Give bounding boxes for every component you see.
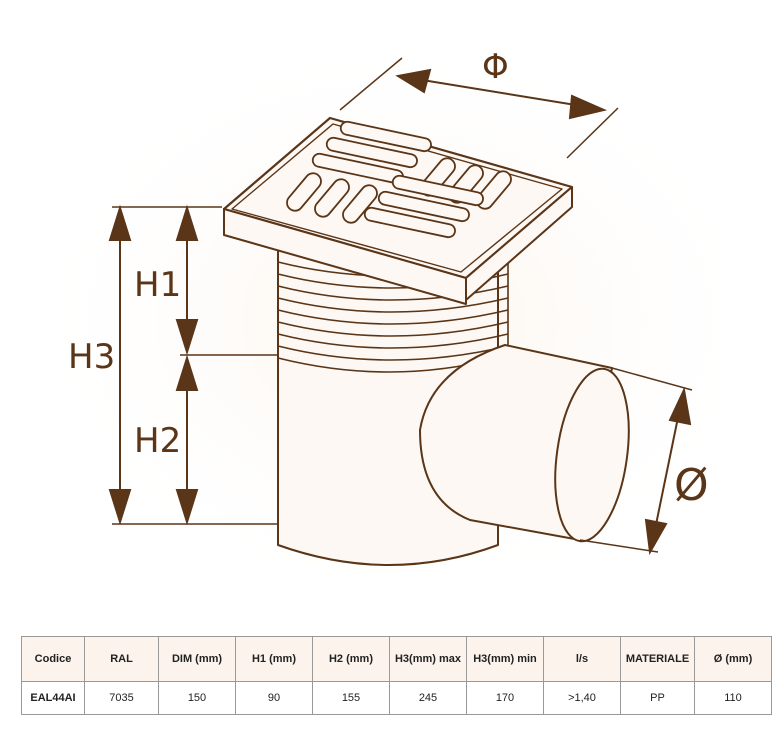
header-h2: H2 (mm): [312, 636, 390, 682]
h3-label: H3: [68, 337, 115, 377]
header-materiale: MATERIALE: [620, 636, 695, 682]
cell-h2: 155: [312, 681, 390, 715]
cell-dim: 150: [158, 681, 236, 715]
h2-label: H2: [134, 421, 181, 461]
header-h3-min: H3(mm) min: [466, 636, 544, 682]
header-ral: RAL: [84, 636, 159, 682]
table-row: EAL44AI 7035 150 90 155 245 170 >1,40 PP…: [21, 681, 772, 715]
spec-table: Codice RAL DIM (mm) H1 (mm) H2 (mm) H3(m…: [21, 636, 772, 715]
header-flow: l/s: [543, 636, 621, 682]
h1-label: H1: [134, 265, 181, 305]
header-h1: H1 (mm): [235, 636, 313, 682]
cell-materiale: PP: [620, 681, 695, 715]
width-symbol-label: Φ: [482, 47, 509, 87]
cell-h3-max: 245: [389, 681, 467, 715]
outlet-diameter-label: Ø: [674, 460, 709, 511]
table-header-row: Codice RAL DIM (mm) H1 (mm) H2 (mm) H3(m…: [21, 636, 772, 682]
cell-flow: >1,40: [543, 681, 621, 715]
drain-diagram: Φ H1 H2 H3 Ø: [20, 30, 780, 600]
header-codice: Codice: [21, 636, 85, 682]
outlet-opening: [554, 367, 630, 543]
cell-h3-min: 170: [466, 681, 544, 715]
header-diameter: Ø (mm): [694, 636, 772, 682]
cell-ral: 7035: [84, 681, 159, 715]
dimension-arrows: [108, 68, 692, 556]
header-h3-max: H3(mm) max: [389, 636, 467, 682]
header-dim: DIM (mm): [158, 636, 236, 682]
grate-slots: [286, 120, 512, 239]
cell-h1: 90: [235, 681, 313, 715]
cell-diameter: 110: [694, 681, 772, 715]
cell-codice: EAL44AI: [21, 681, 85, 715]
